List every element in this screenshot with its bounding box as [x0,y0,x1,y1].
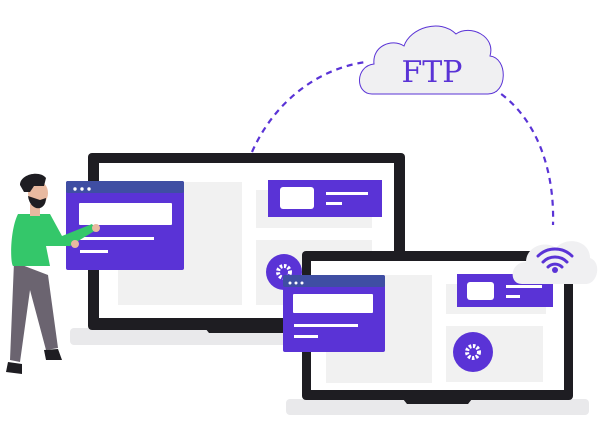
connection-dashed-line-left [250,60,367,153]
wifi-cloud [512,241,598,284]
cloud-icon [359,25,504,95]
wifi-icon [536,247,574,273]
browser-window-large [66,181,184,270]
connection-dashed-line-right [491,87,555,226]
ftp-cloud: FTP [359,25,504,95]
window-dots-icon [73,187,91,191]
input-field [79,203,172,225]
window-dots-icon [288,281,304,285]
browser-window-small [283,275,385,352]
man-character [6,173,100,374]
ftp-label: FTP [401,55,462,90]
gear-icon [465,344,481,360]
